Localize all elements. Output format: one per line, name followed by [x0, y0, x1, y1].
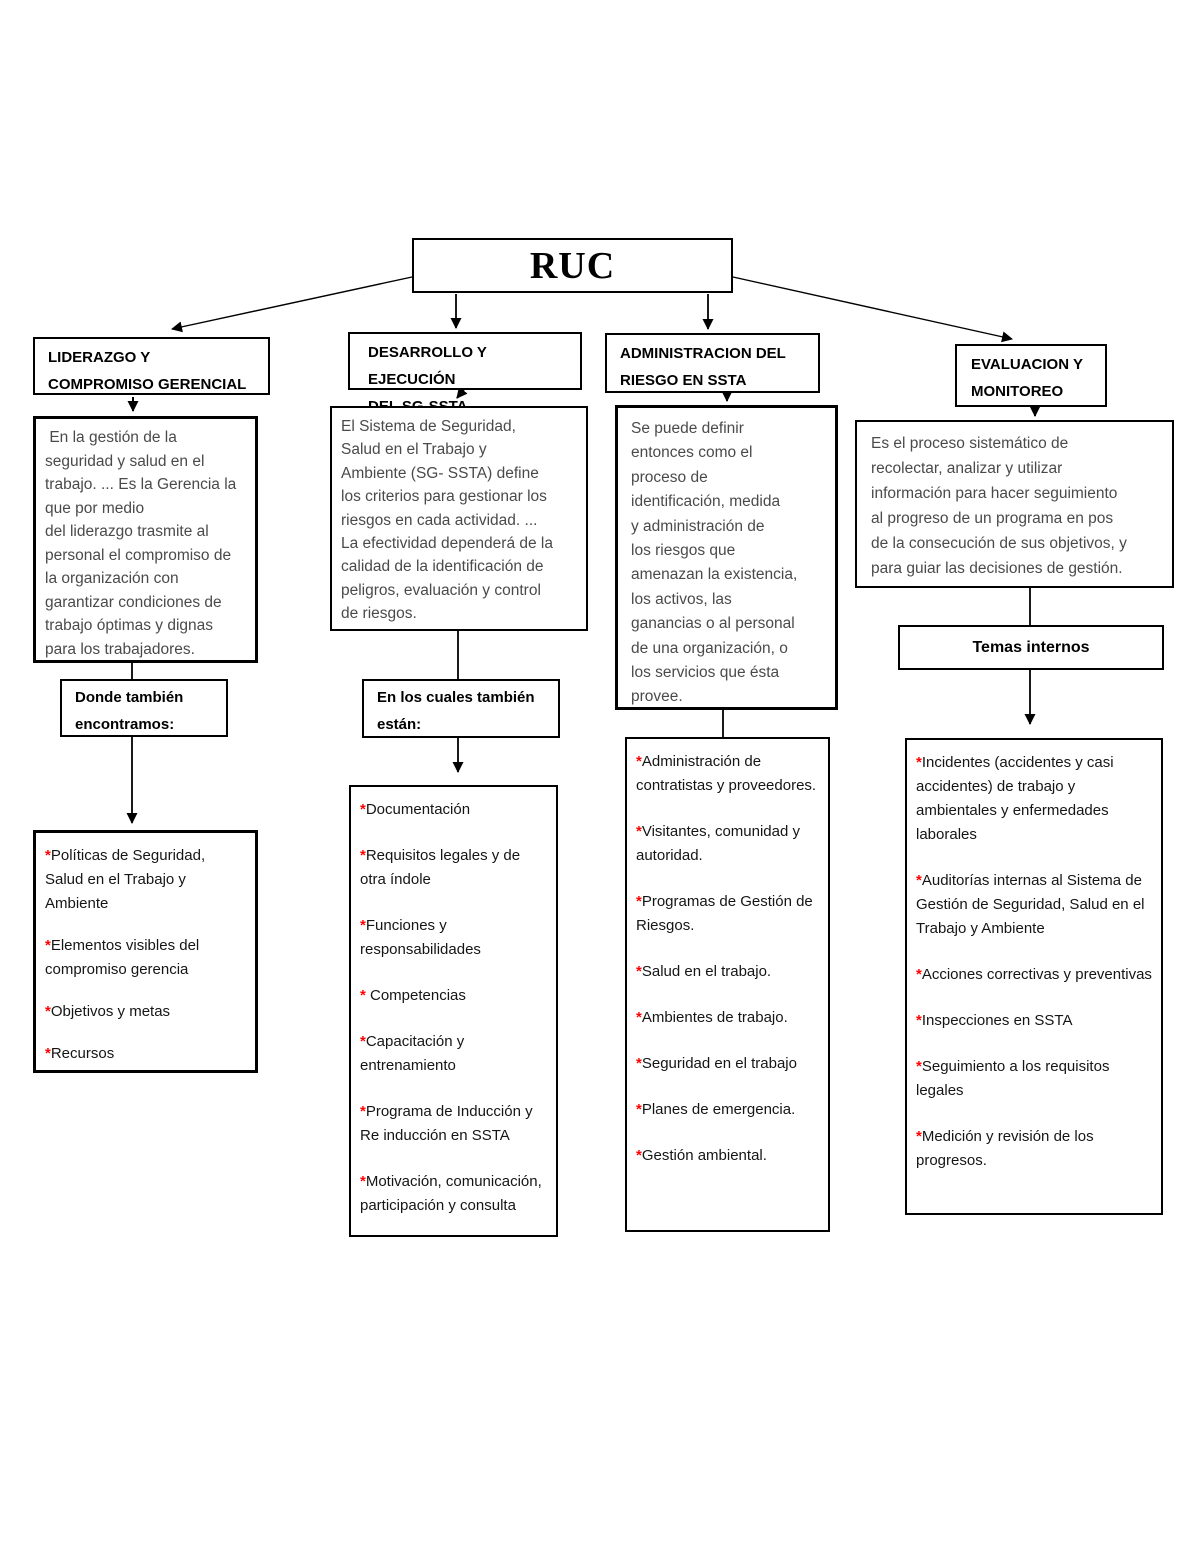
asterisk-marker: *	[360, 987, 366, 1004]
list-item: *Acciones correctivas y preventivas	[916, 966, 1152, 983]
list-item: *Incidentes (accidentes y casi accidente…	[916, 754, 1114, 843]
asterisk-marker: *	[45, 937, 51, 954]
asterisk-marker: *	[636, 1055, 642, 1072]
list-item: *Administración de contratistas y provee…	[636, 753, 817, 794]
asterisk-marker: *	[45, 847, 51, 864]
asterisk-marker: *	[45, 1045, 51, 1062]
list-item: *Elementos visibles del compromiso geren…	[45, 937, 200, 978]
list-item: *Documentación	[360, 801, 471, 818]
branch1-description: En la gestión de la seguridad y salud en…	[33, 416, 258, 663]
list-item: *Programas de Gestión de Riesgos.	[636, 893, 813, 934]
edge-root-to-branch4	[732, 276, 1013, 343]
asterisk-marker: *	[360, 847, 366, 864]
branch2-header: DESARROLLO Y EJECUCIÓN DEL SG-SSTA	[348, 332, 582, 415]
asterisk-marker: *	[916, 872, 922, 889]
asterisk-marker: *	[360, 1173, 366, 1190]
list-item: *Seguimiento a los requisitos legales	[916, 1058, 1110, 1099]
branch1-list: *Políticas de Seguridad, Salud en el Tra…	[33, 830, 258, 1073]
asterisk-marker: *	[636, 753, 642, 770]
asterisk-marker: *	[636, 963, 642, 980]
branch4-description: Es el proceso sistemático de recolectar,…	[855, 420, 1174, 588]
list-item: *Gestión ambiental.	[636, 1147, 767, 1164]
asterisk-marker: *	[360, 1103, 366, 1120]
branch1-link-label: Donde también encontramos:	[60, 679, 228, 737]
asterisk-marker: *	[636, 893, 642, 910]
asterisk-marker: *	[916, 1012, 922, 1029]
asterisk-marker: *	[636, 823, 642, 840]
asterisk-marker: *	[916, 754, 922, 771]
asterisk-marker: *	[360, 801, 366, 818]
root-label: RUC	[529, 244, 616, 287]
asterisk-marker: *	[360, 917, 366, 934]
list-item: *Auditorías internas al Sistema de Gesti…	[916, 872, 1145, 937]
asterisk-marker: *	[636, 1101, 642, 1118]
asterisk-marker: *	[916, 1058, 922, 1075]
asterisk-marker: *	[636, 1009, 642, 1026]
list-item: *Ambientes de trabajo.	[636, 1009, 788, 1026]
list-item: * Competencias	[360, 987, 466, 1004]
list-item: *Seguridad en el trabajo	[636, 1055, 797, 1072]
branch2-list: *Documentación *Requisitos legales y de …	[349, 785, 558, 1237]
list-item: *Planes de emergencia.	[636, 1101, 796, 1118]
list-item: *Objetivos y metas	[45, 1003, 171, 1020]
list-item: *Recursos	[45, 1045, 115, 1062]
branch4-link-label: Temas internos	[898, 625, 1164, 670]
list-item: *Capacitación y entrenamiento	[360, 1033, 465, 1074]
edge-root-to-branch1	[171, 276, 413, 333]
branch3-header: ADMINISTRACION DEL RIESGO EN SSTA	[605, 333, 820, 393]
list-item: *Medición y revisión de los progresos.	[916, 1128, 1094, 1169]
asterisk-marker: *	[360, 1033, 366, 1050]
asterisk-marker: *	[916, 966, 922, 983]
root-node: RUC	[412, 238, 733, 293]
list-item: *Funciones y responsabilidades	[360, 917, 481, 958]
list-item: *Salud en el trabajo.	[636, 963, 772, 980]
branch2-link-label: En los cuales también están:	[362, 679, 560, 738]
branch4-header: EVALUACION Y MONITOREO	[955, 344, 1107, 407]
list-item: *Inspecciones en SSTA	[916, 1012, 1073, 1029]
asterisk-marker: *	[636, 1147, 642, 1164]
branch4-list: *Incidentes (accidentes y casi accidente…	[905, 738, 1163, 1215]
list-item: *Programa de Inducción y Re inducción en…	[360, 1103, 533, 1144]
list-item: *Motivación, comunicación, participación…	[360, 1173, 542, 1214]
branch1-header: LIDERAZGO Y COMPROMISO GERENCIAL	[33, 337, 270, 395]
branch3-list: *Administración de contratistas y provee…	[625, 737, 830, 1232]
asterisk-marker: *	[45, 1003, 51, 1020]
list-item: *Visitantes, comunidad y autoridad.	[636, 823, 800, 864]
branch2-description: El Sistema de Seguridad, Salud en el Tra…	[330, 406, 588, 631]
list-item: *Políticas de Seguridad, Salud en el Tra…	[45, 847, 206, 912]
branch3-description: Se puede definir entonces como el proces…	[615, 405, 838, 710]
list-item: *Requisitos legales y de otra índole	[360, 847, 521, 888]
asterisk-marker: *	[916, 1128, 922, 1145]
